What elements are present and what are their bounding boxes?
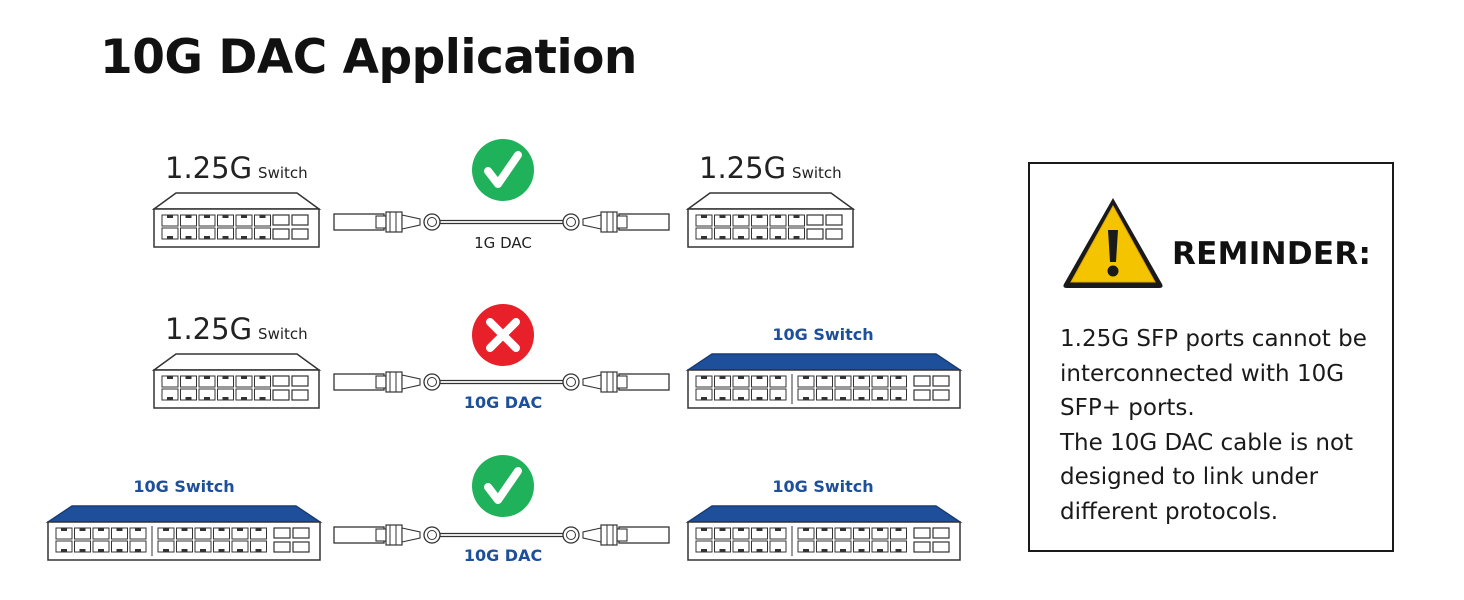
reminder-title: REMINDER:	[1172, 236, 1372, 272]
check-icon	[472, 139, 534, 201]
switch-right	[685, 505, 963, 561]
page-title: 10G DAC Application	[100, 30, 637, 85]
check-icon	[472, 455, 534, 517]
switch-left-label: 10G Switch	[133, 477, 234, 496]
switch-left	[151, 353, 322, 409]
switch-left	[45, 505, 323, 561]
reminder-box: REMINDER: 1.25G SFP ports cannot be inte…	[1028, 162, 1394, 552]
switch-right-label: 10G Switch	[772, 477, 873, 496]
warning-icon	[1063, 198, 1163, 288]
cable-label: 10G DAC	[464, 393, 542, 412]
switch-right-label: 10G Switch	[772, 325, 873, 344]
cross-icon	[472, 304, 534, 366]
cable-label: 1G DAC	[474, 234, 532, 252]
cable-label: 10G DAC	[464, 546, 542, 565]
reminder-body: 1.25G SFP ports cannot be interconnected…	[1060, 322, 1390, 529]
reminder-line: 1.25G SFP ports cannot be interconnected…	[1060, 326, 1367, 421]
reminder-line: The 10G DAC cable is not designed to lin…	[1060, 429, 1354, 525]
switch-left	[151, 192, 322, 248]
dac-cable	[333, 524, 670, 546]
dac-cable	[333, 371, 670, 393]
switch-right	[685, 353, 963, 409]
switch-right	[685, 192, 856, 248]
dac-cable	[333, 211, 670, 233]
